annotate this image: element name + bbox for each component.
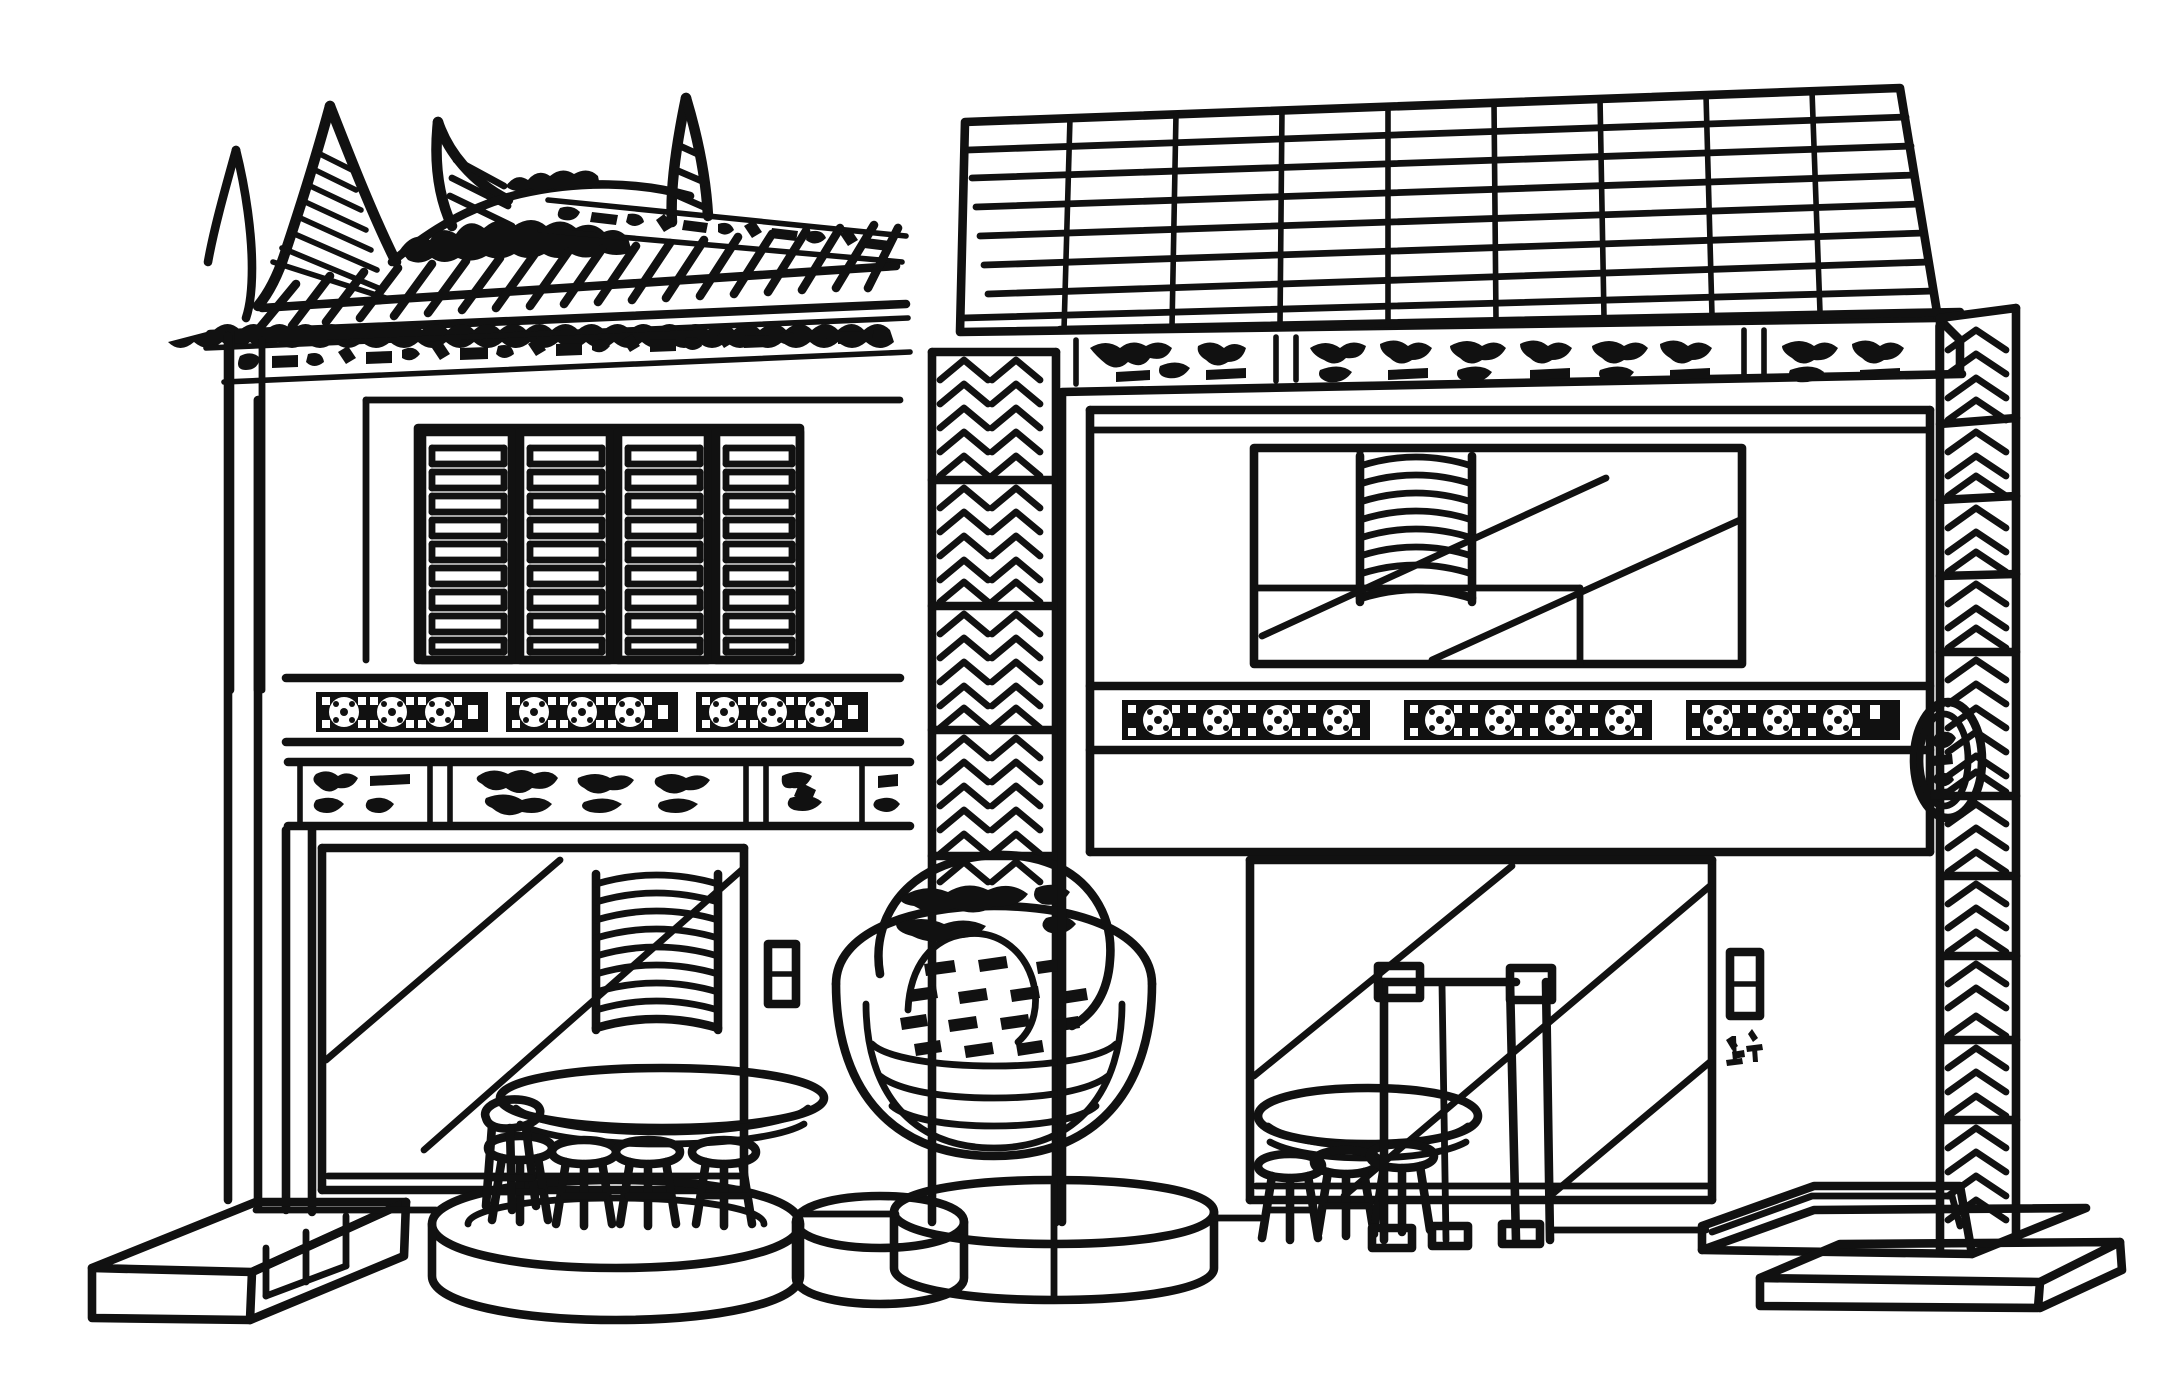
pillar-oval-medallion bbox=[1909, 697, 1987, 823]
right-switch-plate[interactable] bbox=[1725, 947, 1765, 1021]
left-stools bbox=[480, 1095, 761, 1231]
finial-stripes bbox=[270, 149, 395, 303]
shutter-panel[interactable] bbox=[417, 427, 517, 665]
louvered-shutter-window bbox=[413, 423, 805, 665]
stool bbox=[611, 1135, 685, 1231]
lotus-panel bbox=[1686, 700, 1900, 740]
roof-fascia-carving bbox=[537, 197, 909, 265]
right-chevron-pillar bbox=[1909, 303, 2021, 1255]
left-cloud-frieze bbox=[283, 757, 915, 831]
right-bay-structure bbox=[1057, 389, 1935, 1227]
lotus-panel bbox=[506, 692, 678, 732]
right-stools bbox=[1253, 1139, 1439, 1245]
right-entry-steps bbox=[1697, 1181, 2127, 1313]
left-bay-structure bbox=[223, 327, 904, 1217]
center-round-platform bbox=[889, 1175, 1219, 1305]
right-lattice-roof bbox=[955, 83, 1965, 375]
stool-leaning bbox=[480, 1095, 545, 1215]
shutter-panel[interactable] bbox=[613, 427, 713, 665]
left-switch-plate[interactable] bbox=[763, 939, 801, 1009]
eave-carving-motifs bbox=[238, 326, 890, 370]
roof-tiles bbox=[168, 220, 913, 385]
chevron-pattern-right bbox=[1944, 326, 2010, 1224]
shutter-panel[interactable] bbox=[711, 427, 805, 665]
wall-stamp-mark bbox=[1726, 1029, 1763, 1066]
left-small-stool-platform bbox=[791, 1191, 969, 1309]
left-bench bbox=[87, 1197, 411, 1325]
left-tile-roof bbox=[168, 92, 913, 385]
left-lotus-railing bbox=[281, 673, 905, 747]
lotus-panel bbox=[316, 692, 488, 732]
lotus-panel bbox=[1404, 700, 1652, 740]
tile-ribs bbox=[253, 220, 903, 335]
lotus-panel bbox=[696, 692, 868, 732]
cornice-scroll-motifs bbox=[1090, 340, 1904, 383]
cloud-scroll-motifs bbox=[313, 770, 900, 816]
stool bbox=[687, 1135, 761, 1231]
shutter-panel[interactable] bbox=[515, 427, 615, 665]
right-shopfront bbox=[1245, 855, 1765, 1205]
drying-rack bbox=[1367, 961, 1557, 1253]
right-upper-window bbox=[1249, 443, 1747, 669]
lotus-panel bbox=[1122, 700, 1370, 740]
stool bbox=[1365, 1139, 1439, 1237]
right-cornice-frieze bbox=[1055, 307, 1967, 397]
chevron-pattern-center bbox=[936, 356, 1044, 886]
fascia-motifs bbox=[557, 206, 890, 251]
left-lantern bbox=[591, 869, 723, 1035]
center-chevron-pillar bbox=[927, 347, 1061, 1227]
right-lotus-railing bbox=[1085, 681, 1935, 755]
floor-lines bbox=[252, 1206, 1710, 1234]
